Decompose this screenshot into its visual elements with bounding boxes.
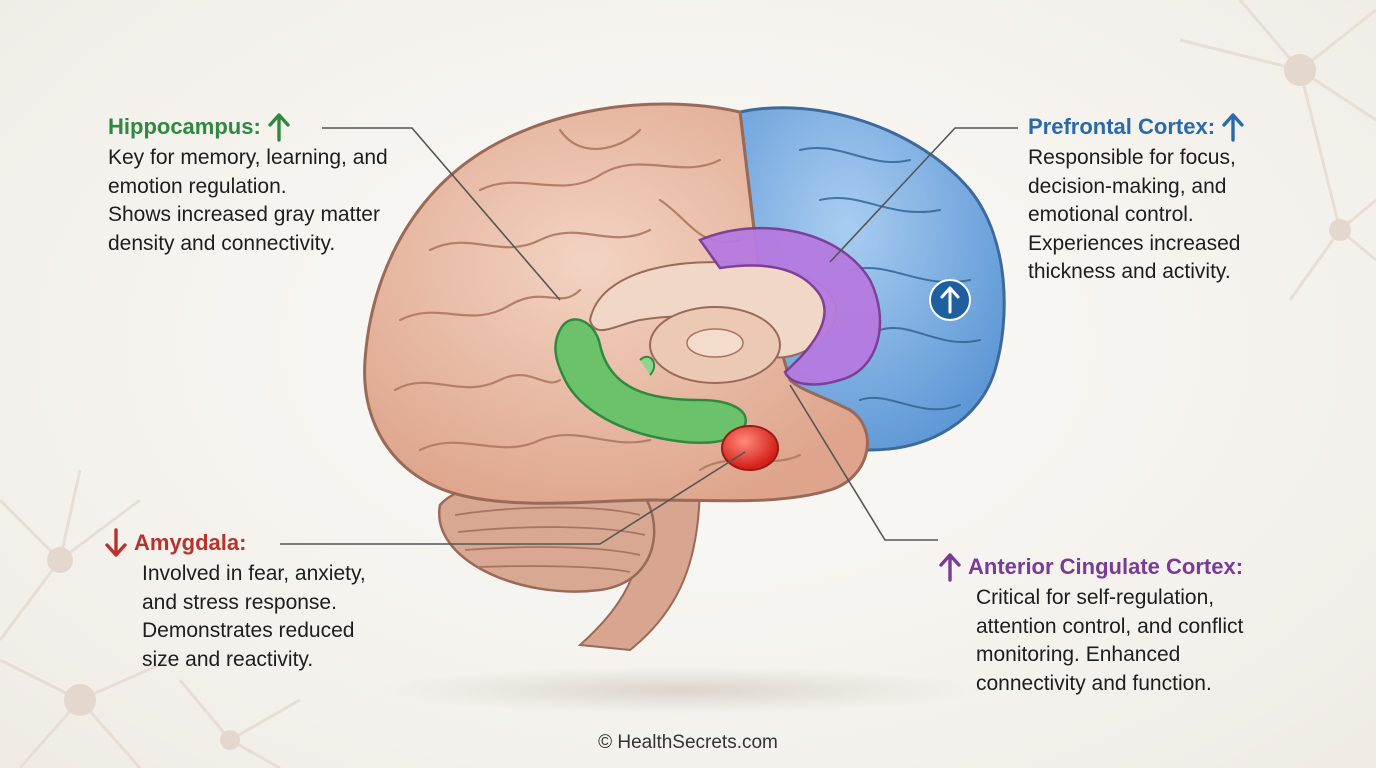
ground-shadow — [380, 666, 980, 714]
hippocampus-label: Hippocampus: Key for memory, learning, a… — [108, 112, 388, 258]
description-line: emotion regulation. — [108, 173, 388, 202]
amygdala-title: Amygdala: — [134, 530, 246, 556]
prefrontal-title-row: Prefrontal Cortex: — [1028, 112, 1245, 142]
description-line: emotional control. — [1028, 201, 1245, 230]
description-line: decision-making, and — [1028, 173, 1245, 202]
acc-label: Anterior Cingulate Cortex: Critical for … — [938, 552, 1243, 698]
description-line: monitoring. Enhanced — [976, 641, 1243, 670]
amygdala-description: Involved in fear, anxiety, and stress re… — [104, 560, 366, 674]
description-line: Critical for self-regulation, — [976, 584, 1243, 613]
copyright-text: © HealthSecrets.com — [0, 732, 1376, 754]
up-arrow-badge-icon — [930, 280, 970, 320]
prefrontal-label: Prefrontal Cortex: Responsible for focus… — [1028, 112, 1245, 287]
acc-title-row: Anterior Cingulate Cortex: — [938, 552, 1243, 582]
description-line: Responsible for focus, — [1028, 144, 1245, 173]
prefrontal-description: Responsible for focus, decision-making, … — [1028, 144, 1245, 287]
acc-description: Critical for self-regulation, attention … — [938, 584, 1243, 698]
hippocampus-title: Hippocampus: — [108, 114, 261, 140]
description-line: Key for memory, learning, and — [108, 144, 388, 173]
prefrontal-title: Prefrontal Cortex: — [1028, 114, 1215, 140]
description-line: Involved in fear, anxiety, — [142, 560, 366, 589]
amygdala-region — [722, 426, 778, 470]
up-arrow-icon — [267, 112, 291, 142]
description-line: connectivity and function. — [976, 670, 1243, 699]
description-line: attention control, and conflict — [976, 613, 1243, 642]
up-arrow-icon — [938, 552, 962, 582]
description-line: Demonstrates reduced — [142, 617, 366, 646]
description-line: density and connectivity. — [108, 230, 388, 259]
description-line: Experiences increased — [1028, 230, 1245, 259]
amygdala-title-row: Amygdala: — [104, 528, 366, 558]
hippocampus-title-row: Hippocampus: — [108, 112, 388, 142]
up-arrow-icon — [1221, 112, 1245, 142]
hippocampus-description: Key for memory, learning, and emotion re… — [108, 144, 388, 258]
acc-title: Anterior Cingulate Cortex: — [968, 554, 1243, 580]
description-line: thickness and activity. — [1028, 258, 1245, 287]
amygdala-label: Amygdala: Involved in fear, anxiety, and… — [104, 528, 366, 674]
description-line: size and reactivity. — [142, 646, 366, 675]
description-line: Shows increased gray matter — [108, 201, 388, 230]
description-line: and stress response. — [142, 589, 366, 618]
down-arrow-icon — [104, 528, 128, 558]
